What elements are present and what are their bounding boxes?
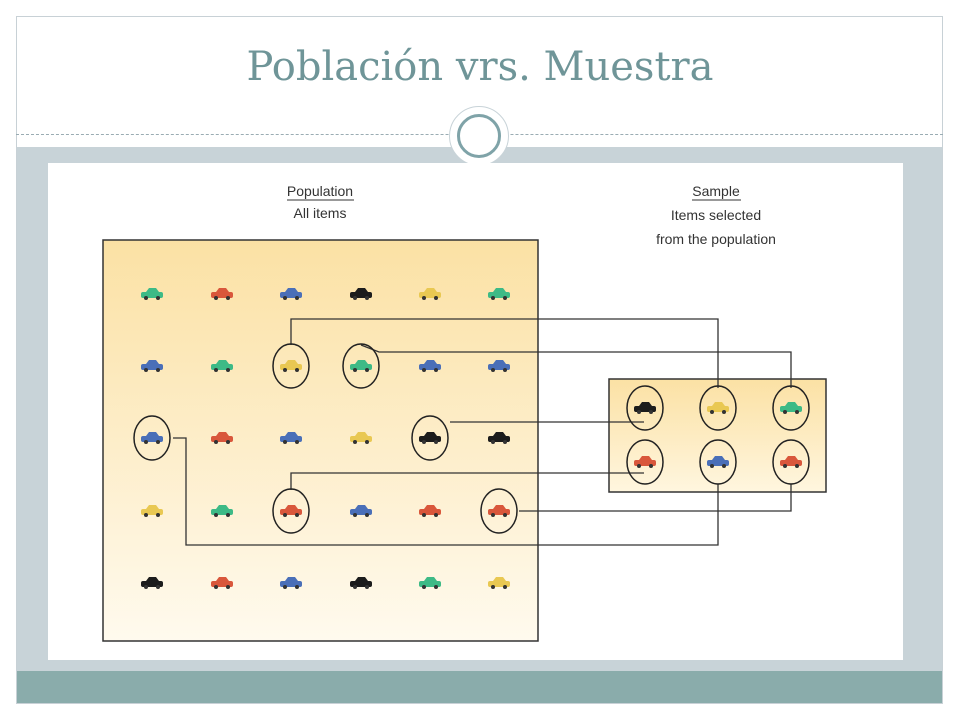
connector-lines <box>173 318 792 546</box>
yellow-car-icon <box>488 577 510 589</box>
red-car-icon <box>419 505 441 517</box>
green-car-icon <box>211 360 233 372</box>
sample-subheader-1: Items selected <box>671 207 761 223</box>
blue-car-icon <box>280 288 302 300</box>
sample-box <box>608 378 827 493</box>
black-car-icon <box>634 402 656 414</box>
connector-yellow <box>290 318 719 388</box>
selection-circles <box>133 343 518 534</box>
population-header: Population <box>287 183 353 199</box>
selection-circle <box>272 343 310 389</box>
green-car-icon <box>350 360 372 372</box>
sample-cars <box>634 402 802 468</box>
selection-circle <box>411 415 449 461</box>
sample-circle <box>626 439 664 485</box>
blue-car-icon <box>419 360 441 372</box>
connector-green <box>360 344 792 388</box>
selection-circle <box>480 488 518 534</box>
red-car-icon <box>211 432 233 444</box>
red-car-icon <box>280 505 302 517</box>
black-car-icon <box>488 432 510 444</box>
sample-subheader-2: from the population <box>656 231 776 247</box>
red-car-icon <box>780 456 802 468</box>
sample-header: Sample <box>692 183 740 199</box>
green-car-icon <box>419 577 441 589</box>
blue-car-icon <box>280 432 302 444</box>
yellow-car-icon <box>707 402 729 414</box>
blue-car-icon <box>141 360 163 372</box>
decorative-ring-inner <box>457 114 501 158</box>
sample-circle <box>699 439 737 485</box>
population-box <box>102 239 539 642</box>
green-car-icon <box>488 288 510 300</box>
blue-car-icon <box>141 432 163 444</box>
connector-blue <box>173 437 719 546</box>
blue-car-icon <box>280 577 302 589</box>
red-car-icon <box>634 456 656 468</box>
sample-circle <box>772 385 810 431</box>
blue-car-icon <box>488 360 510 372</box>
population-subheader: All items <box>294 205 347 221</box>
selection-circle <box>342 343 380 389</box>
footer-band <box>17 671 942 703</box>
red-car-icon <box>211 288 233 300</box>
connector-red-1 <box>290 472 644 490</box>
red-car-icon <box>211 577 233 589</box>
connector-red-2 <box>519 484 792 512</box>
green-car-icon <box>141 288 163 300</box>
selection-circle <box>133 415 171 461</box>
black-car-icon <box>350 577 372 589</box>
blue-car-icon <box>707 456 729 468</box>
yellow-car-icon <box>350 432 372 444</box>
yellow-car-icon <box>419 288 441 300</box>
sample-circle <box>699 385 737 431</box>
green-car-icon <box>780 402 802 414</box>
population-cars <box>141 288 510 589</box>
red-car-icon <box>488 505 510 517</box>
slide-title: Población vrs. Muestra <box>246 44 714 90</box>
black-car-icon <box>350 288 372 300</box>
sample-circle <box>626 385 664 431</box>
yellow-car-icon <box>280 360 302 372</box>
sample-circle <box>772 439 810 485</box>
selection-circle <box>272 488 310 534</box>
sample-circles <box>626 385 810 485</box>
black-car-icon <box>141 577 163 589</box>
green-car-icon <box>211 505 233 517</box>
blue-car-icon <box>350 505 372 517</box>
black-car-icon <box>419 432 441 444</box>
yellow-car-icon <box>141 505 163 517</box>
